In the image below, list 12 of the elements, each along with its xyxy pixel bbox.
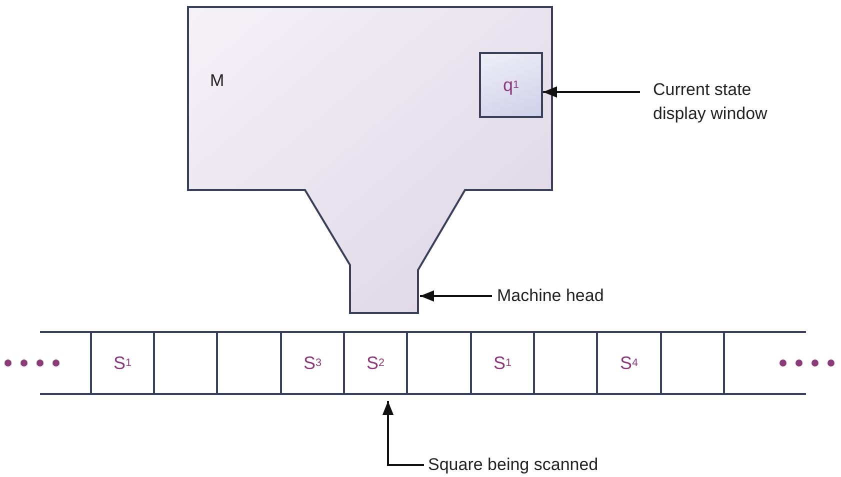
- tape-cell: [153, 331, 218, 395]
- annotation-label: Square being scanned: [428, 453, 638, 477]
- tape-cell: [533, 331, 598, 395]
- leader-arrow: [382, 401, 424, 466]
- leader-arrow: [543, 86, 640, 98]
- machine-label: M: [210, 70, 224, 92]
- leader-arrow: [420, 290, 492, 302]
- tape-cell: [406, 331, 472, 395]
- tape-cell: [216, 331, 282, 395]
- tape-cell: [660, 331, 725, 395]
- annotation-label: Current state display window: [653, 78, 803, 128]
- annotation-label: Machine head: [497, 284, 647, 308]
